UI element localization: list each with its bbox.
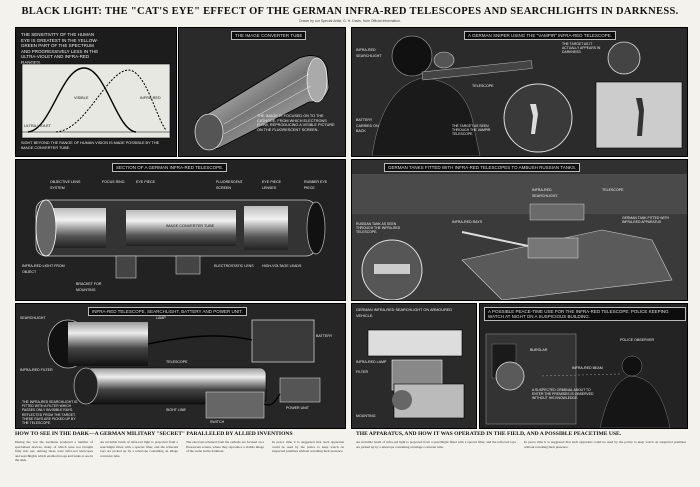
sniper-panel: A German sniper using the "Vampir" infra… xyxy=(351,27,688,157)
apparatus-caption: Infra-red telescope, searchlight, batter… xyxy=(88,307,247,316)
sniper-target-caption: The target as it actually appears in dar… xyxy=(562,42,601,55)
apparatus-label-3: Power unit xyxy=(286,406,309,410)
telescope-caption: Section of a German infra-red telescope. xyxy=(112,163,228,172)
tanks-label-1: Telescope xyxy=(602,188,624,192)
peacetime-label-1: Infra-red beam xyxy=(572,366,603,370)
footer-column-5: An invisible beam of infra-red light is … xyxy=(356,440,516,484)
peacetime-label-2: Police observer xyxy=(620,338,655,342)
telescope-label-4: Eye piece lenses xyxy=(262,180,281,190)
lamp-drawing xyxy=(367,329,465,419)
apparatus-label-0: Searchlight xyxy=(20,316,46,320)
footer-column-2: An invisible beam of infra-red light is … xyxy=(100,440,178,484)
footer-column-5-text: An invisible beam of infra-red light is … xyxy=(356,440,516,449)
lamp-label-0: Infra-red lamp xyxy=(356,360,387,364)
converter-tube-drawing xyxy=(194,55,330,151)
peacetime-drawing xyxy=(485,333,671,428)
telescope-label-9: Infra-red light from object xyxy=(22,264,65,274)
sniper-drawing xyxy=(371,35,683,156)
sniper-inset-caption: The target as seen through the Vampir te… xyxy=(452,124,491,137)
apparatus-label-2: Battery xyxy=(316,334,333,338)
page-title: BLACK LIGHT: THE "CAT'S EYE" EFFECT OF T… xyxy=(21,6,679,17)
sniper-label-1: Telescope xyxy=(472,84,494,88)
apparatus-panel: Infra-red telescope, searchlight, batter… xyxy=(15,303,346,429)
peacetime-label-0: Burglar xyxy=(530,348,548,352)
tanks-label-3: Infra-red rays xyxy=(452,220,483,224)
telescope-label-5: Rubber eye piece xyxy=(304,180,328,190)
converter-caption: The image converter tube xyxy=(231,31,307,40)
footer-column-4-text: In peace time it is suggested that such … xyxy=(272,440,344,453)
tanks-banner: German tanks fitted with infra-red teles… xyxy=(384,163,581,172)
telescope-label-8: High-voltage leads xyxy=(262,264,302,268)
tanks-inset-caption: Russian tank as seen through the infra-r… xyxy=(356,222,401,235)
telescope-label-3: Fluorescent screen xyxy=(216,180,243,190)
lamp-label-1: Filter xyxy=(356,370,369,374)
telescope-label-7: Electrostatic lens xyxy=(214,264,254,268)
apparatus-label-4: Infra-red filter xyxy=(20,368,53,372)
artist-credit: Drawn by our Special Artist, G. H. Davis… xyxy=(299,19,401,23)
lamp-caption: German infra-red searchlight on armoured… xyxy=(356,308,453,318)
telescope-label-2: Eye piece xyxy=(136,180,155,184)
spectrum-caption: The sensitivity of the human eye is grea… xyxy=(21,32,99,65)
apparatus-label-7: Switch xyxy=(210,420,225,424)
footer-column-1: During the war the Germans produced a nu… xyxy=(15,440,93,484)
apparatus-note: The infra-red searchlight is fitted with… xyxy=(22,400,78,426)
footer-column-3-text: The electrons released from the cathode … xyxy=(186,440,264,453)
footer-column-4: In peace time it is suggested that such … xyxy=(272,440,344,484)
label-ultra-violet: ULTRA-VIOLET xyxy=(24,124,51,128)
spectrum-bottom-caption: Sight beyond the range of human vision i… xyxy=(21,141,160,150)
label-infra-red: INFRA-RED xyxy=(140,96,161,100)
peacetime-note: A suspected criminal about to enter the … xyxy=(532,388,594,401)
telescope-section-drawing xyxy=(35,199,326,279)
converter-tube-panel: The image converter tube The image is fo… xyxy=(178,27,346,157)
telescope-section-panel: Section of a German infra-red telescope.… xyxy=(15,159,346,301)
footer-column-6: In peace time it is suggested that such … xyxy=(524,440,686,484)
lamp-panel: German infra-red searchlight on armoured… xyxy=(351,303,477,429)
footer-left-heading: HOW TO SEE IN THE DARK—A GERMAN MILITARY… xyxy=(15,431,293,437)
telescope-label-10: Bracket for mounting xyxy=(76,282,102,292)
footer-column-3: The electrons released from the cathode … xyxy=(186,440,264,484)
telescope-label-1: Focus ring xyxy=(102,180,125,184)
sniper-label-0: Infra-red searchlight xyxy=(356,48,382,58)
sniper-caption: A German sniper using the "Vampir" infra… xyxy=(464,31,616,40)
footer-right-heading: THE APPARATUS, AND HOW IT WAS OPERATED I… xyxy=(356,431,622,437)
apparatus-label-6: Sight line xyxy=(166,408,186,412)
footer-column-2-text: An invisible beam of infra-red light is … xyxy=(100,440,178,458)
telescope-label-6: Image converter tube xyxy=(166,224,215,228)
apparatus-label-5: Lamp xyxy=(156,316,166,320)
sniper-label-2: Battery carried on back xyxy=(356,118,379,133)
telescope-label-0: Objective lens system xyxy=(50,180,81,190)
lamp-label-2: Mounting xyxy=(356,414,376,418)
converter-body: The image is focused on to the cathode, … xyxy=(257,114,335,132)
tanks-label-0: Infra-red searchlight xyxy=(532,188,558,198)
peacetime-banner: A possible peace-time use for the infra-… xyxy=(484,307,686,321)
peacetime-panel: A possible peace-time use for the infra-… xyxy=(479,303,688,429)
spectrum-graph xyxy=(21,63,171,139)
tanks-label-2: German tank fitted with infra-red appara… xyxy=(622,216,669,225)
label-visible: VISIBLE xyxy=(74,96,89,100)
tanks-panel: German tanks fitted with infra-red teles… xyxy=(351,159,688,301)
footer-column-1-text: During the war the Germans produced a nu… xyxy=(15,440,93,462)
footer-column-6-text: In peace time it is suggested that such … xyxy=(524,440,686,449)
spectrum-panel: The sensitivity of the human eye is grea… xyxy=(15,27,177,157)
tanks-drawing xyxy=(352,174,687,300)
apparatus-drawing xyxy=(47,319,321,419)
apparatus-label-1: Telescope xyxy=(166,360,188,364)
